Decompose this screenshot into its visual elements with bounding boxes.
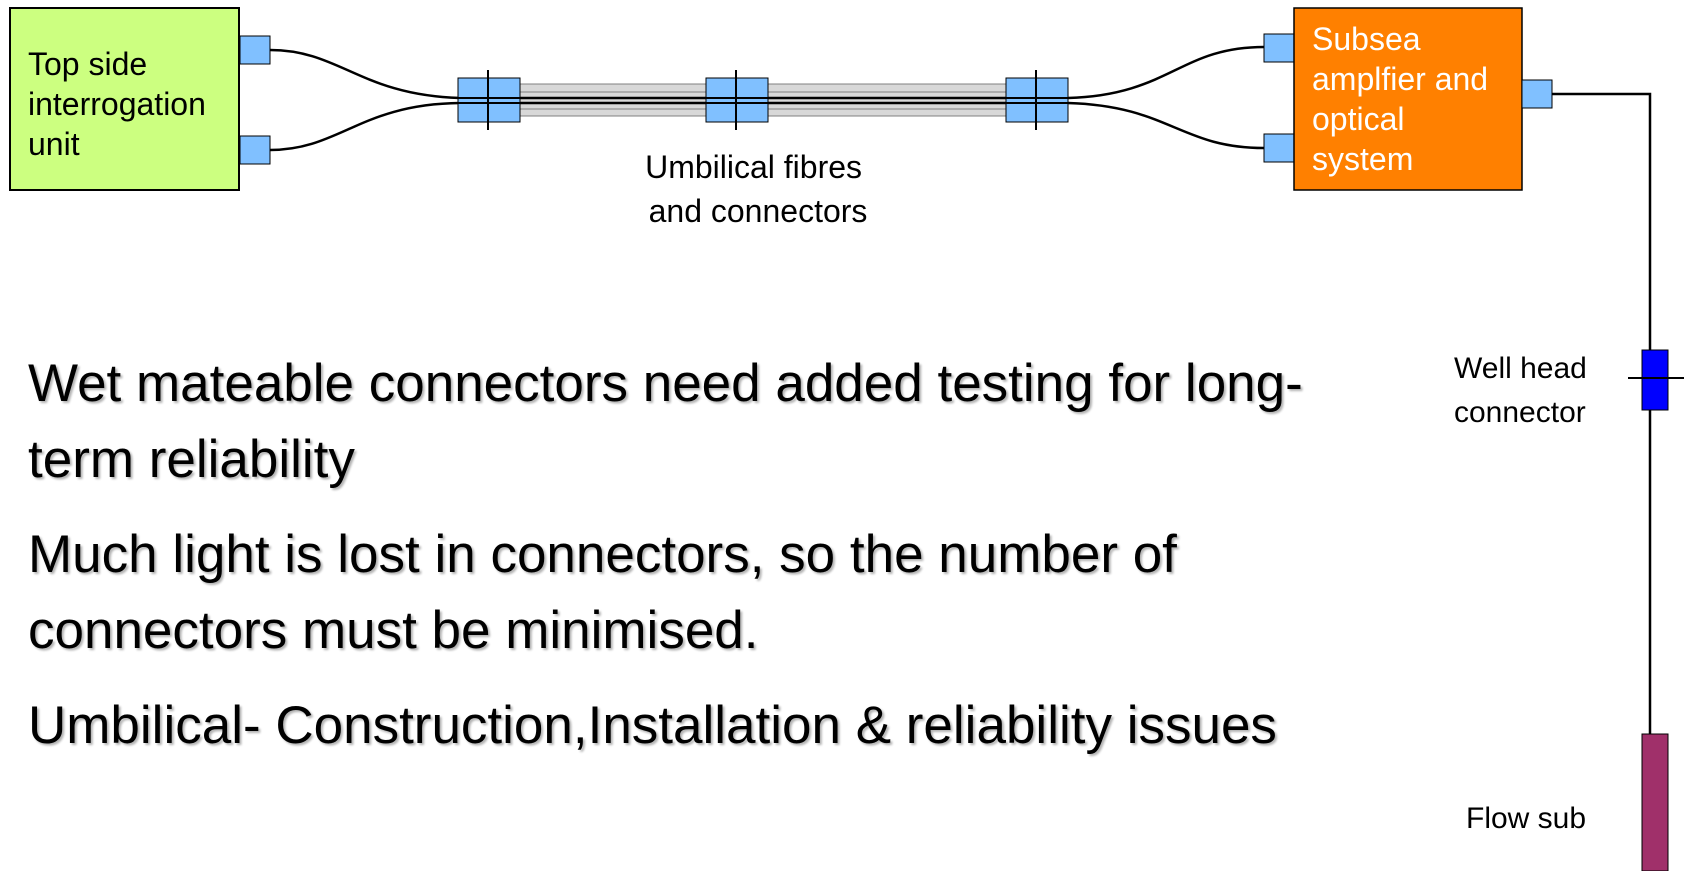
downhole-fibre xyxy=(1552,92,1652,871)
well-head-label-line-2: connector xyxy=(1454,396,1586,429)
fibre-upper-right xyxy=(1067,45,1265,100)
umbilical-connector-right xyxy=(1005,70,1069,130)
well-head-connector xyxy=(1628,349,1684,411)
subsea-unit-line-3: optical xyxy=(1312,101,1405,137)
fibre-lower-left xyxy=(269,101,461,152)
subsea-unit-line-1: Subsea xyxy=(1312,21,1421,57)
bullet-item: Wet mateable connectors need added testi… xyxy=(28,354,1303,489)
subsea-port-lower xyxy=(1263,133,1295,163)
subsea-unit-line-4: system xyxy=(1312,141,1413,177)
fibre-upper-left xyxy=(269,48,461,100)
umbilical-connector-left xyxy=(457,70,521,130)
top-side-unit: Top side interrogation unit xyxy=(9,7,240,191)
subsea-unit: Subsea amplfier and optical system xyxy=(1293,7,1523,191)
well-head-label-line-1: Well head xyxy=(1454,352,1587,385)
top-side-unit-line-1: Top side xyxy=(28,46,147,82)
fibre-lower-right xyxy=(1067,101,1265,150)
bullet-item: Much light is lost in connectors, so the… xyxy=(28,525,1177,660)
svg-text:Top side interrogation: Top side interrogation unit xyxy=(28,46,215,162)
top-side-unit-line-2: interrogation xyxy=(28,86,206,122)
svg-text:Subsea amplfier and: Subsea amplfier and optical system xyxy=(1312,21,1497,177)
top-side-unit-line-3: unit xyxy=(28,126,80,162)
bullet-list: Wet mateable connectors need added testi… xyxy=(28,346,1358,783)
well-head-label: Well head connector xyxy=(1454,352,1595,429)
umbilical-label-line-2: and connectors xyxy=(649,193,868,229)
subsea-unit-line-2: amplfier and xyxy=(1312,61,1488,97)
umbilical-connector-middle xyxy=(705,70,769,130)
flow-sub xyxy=(1641,733,1669,871)
bullet-item: Umbilical- Construction,Installation & r… xyxy=(28,696,1277,755)
top-side-port-upper xyxy=(239,35,271,65)
umbilical-label-line-1: Umbilical fibres xyxy=(645,149,862,185)
subsea-port-output xyxy=(1521,79,1553,109)
subsea-port-upper xyxy=(1263,33,1295,63)
top-side-port-lower xyxy=(239,135,271,165)
flow-sub-label: Flow sub xyxy=(1466,802,1586,835)
umbilical-label: Umbilical fibres and connectors xyxy=(645,149,871,229)
